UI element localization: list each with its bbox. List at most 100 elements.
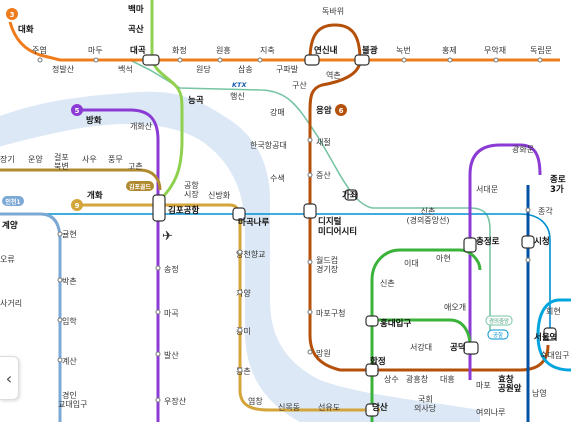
transfer-daegok[interactable]	[142, 54, 160, 66]
transfer-magoknaru[interactable]	[232, 207, 246, 221]
station-sinmokdong[interactable]: 신목동	[278, 403, 300, 412]
station-unyang[interactable]: 운양	[28, 155, 43, 164]
station-yeomchang[interactable]: 염창	[248, 397, 263, 406]
station-jeungsan[interactable]: 증산	[316, 170, 331, 180]
station-yeokchon[interactable]: 역촌	[326, 70, 341, 80]
station-sinchon[interactable]: 신촌	[380, 279, 395, 288]
station-gyesan[interactable]: 계산	[62, 356, 77, 366]
station-yangcheon[interactable]: 양천향교	[236, 249, 265, 259]
station-banghwa[interactable]: 방화	[86, 115, 102, 126]
station-gyulhyeon[interactable]: 귤현	[62, 230, 77, 239]
transfer-sicheong[interactable]	[521, 235, 535, 249]
badge-gyeongui[interactable]: 경의중앙	[485, 315, 513, 326]
station-wonheung[interactable]: 원흥	[216, 45, 231, 55]
station-baekseok[interactable]: 백석	[118, 64, 133, 74]
station-sinbanghwa[interactable]: 신방화	[208, 190, 231, 200]
station-daehwa[interactable]: 대화	[18, 24, 34, 35]
station-juyeop[interactable]: 주엽	[32, 45, 47, 55]
station-usan[interactable]: 우장산	[164, 396, 187, 406]
station-samsong[interactable]: 삼송	[238, 64, 253, 74]
badge-line9[interactable]: 9	[71, 199, 83, 211]
transfer-hapjeong[interactable]	[365, 363, 379, 377]
station-daeheung[interactable]: 대흥	[440, 374, 455, 384]
station-ahyeon[interactable]: 아현	[436, 253, 451, 263]
station-songjeong[interactable]: 송정	[164, 264, 179, 274]
station-gyeyang[interactable]: 계양	[2, 220, 18, 231]
station-eungam[interactable]: 응암	[316, 105, 332, 116]
transfer-gimpo-airport[interactable]	[152, 194, 166, 222]
station-dongnimmun[interactable]: 독립문	[530, 46, 552, 55]
station-namyeong[interactable]: 남영	[532, 388, 547, 398]
station-hanggongdae[interactable]: 한국항공대	[250, 141, 287, 150]
transfer-bulgwang[interactable]	[354, 54, 370, 66]
station-bulgwang[interactable]: 불광	[362, 45, 378, 56]
station-gongdeok[interactable]: 공덕	[450, 342, 466, 353]
station-mangwon[interactable]: 망원	[316, 348, 331, 358]
station-gwanghwamun[interactable]: 광화문	[512, 144, 534, 154]
station-yeonsinnae[interactable]: 연신내	[314, 45, 338, 56]
station-madu[interactable]: 마두	[88, 46, 103, 55]
transfer-dangsan[interactable]	[365, 403, 379, 417]
station-osu[interactable]: 오류	[0, 255, 15, 264]
station-hapjeong[interactable]: 합정	[370, 356, 386, 367]
station-pungmu[interactable]: 풍무	[108, 155, 123, 164]
transfer-gajwa[interactable]	[344, 189, 358, 201]
station-balsan[interactable]: 발산	[164, 350, 179, 360]
station-daegok[interactable]: 대곡	[130, 45, 146, 56]
badge-gimpo-gold[interactable]: 김포골드	[126, 181, 154, 191]
station-hwajeong[interactable]: 화정	[172, 45, 187, 55]
station-jonggak[interactable]: 종각	[538, 206, 553, 216]
station-saejeol[interactable]: 새절	[316, 138, 331, 147]
station-aeogae[interactable]: 애오개	[444, 302, 466, 312]
transfer-yeonsinnae[interactable]	[304, 54, 320, 66]
station-bakchon[interactable]: 박촌	[62, 276, 77, 286]
station-sinchon-g[interactable]: 신촌(경의중앙선)	[406, 207, 449, 225]
station-dokbawi[interactable]: 독바위	[322, 6, 344, 16]
station-hongje[interactable]: 홍제	[442, 45, 457, 55]
station-seoul-station[interactable]: 서울역	[534, 332, 557, 343]
station-yeouinaru[interactable]: 여의나루	[476, 407, 505, 417]
prev-arrow-button[interactable]: ‹	[0, 356, 19, 400]
station-gaehwasan[interactable]: 개화산	[130, 121, 153, 131]
station-sukdae[interactable]: 숙대입구	[540, 351, 569, 360]
station-gayang[interactable]: 가양	[236, 289, 251, 298]
station-seonyudo[interactable]: 선유도	[318, 403, 340, 412]
station-jeongbalsan[interactable]: 정발산	[52, 64, 75, 74]
badge-line6[interactable]: 6	[335, 104, 347, 116]
badge-line5[interactable]: 5	[71, 104, 83, 116]
station-gimpo-airport[interactable]: 김포공항	[168, 205, 199, 216]
station-goksan[interactable]: 곡산	[128, 24, 144, 35]
station-sangsu[interactable]: 상수	[384, 374, 399, 384]
station-muakjae[interactable]: 무악재	[484, 45, 506, 55]
transfer-gongdeok[interactable]	[463, 341, 479, 355]
station-sosa[interactable]: 사거리	[0, 299, 22, 308]
station-magoknaru[interactable]: 마곡나루	[238, 217, 269, 228]
transfer-hongdae[interactable]	[365, 315, 379, 327]
station-magok[interactable]: 마곡	[164, 309, 179, 318]
station-imhak[interactable]: 임학	[62, 316, 77, 326]
station-jeungmi[interactable]: 증미	[236, 327, 251, 336]
station-idae[interactable]: 이대	[404, 258, 419, 268]
station-susaek[interactable]: 수색	[270, 173, 285, 183]
station-gusan[interactable]: 구산	[292, 80, 307, 90]
station-chungjeongno[interactable]: 충정로	[476, 236, 500, 247]
badge-incheon1[interactable]: 인천1	[2, 196, 24, 206]
station-gwangheungchang[interactable]: 광흥창	[406, 374, 429, 384]
station-mapo[interactable]: 마포	[476, 381, 491, 390]
badge-airport[interactable]: 공항	[487, 329, 509, 340]
station-gaehwa[interactable]: 개화	[87, 190, 103, 201]
badge-line3[interactable]: 3	[6, 8, 18, 20]
station-hongdae[interactable]: 홍대입구	[380, 318, 411, 329]
station-deungchon[interactable]: 등촌	[236, 367, 251, 376]
station-baengma[interactable]: 백마	[128, 4, 144, 15]
station-neunggok[interactable]: 능곡	[188, 95, 204, 106]
station-gochon[interactable]: 고촌	[128, 162, 143, 171]
